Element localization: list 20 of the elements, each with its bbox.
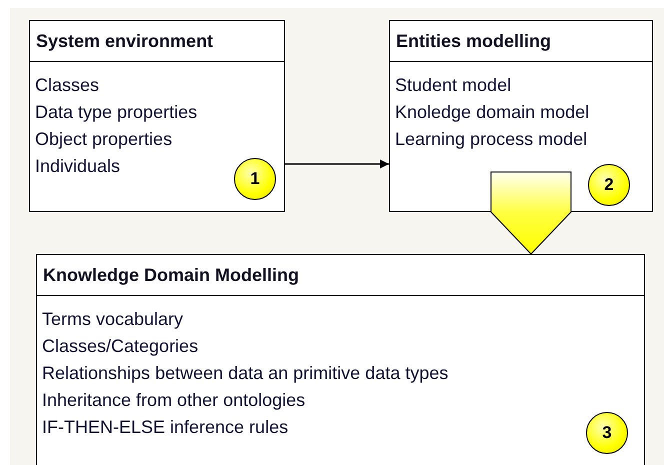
item-text: Student model — [395, 74, 512, 97]
item-text: Data type properties — [35, 101, 198, 124]
section-heading: Knowledge Domain Modelling — [43, 264, 299, 287]
item-text: Terms vocabulary — [42, 308, 184, 331]
item-text: Classes — [35, 74, 100, 97]
item-text: Classes/Categories — [42, 335, 198, 358]
item-text: Inheritance from other ontologies — [42, 389, 306, 412]
item-text: IF-THEN-ELSE inference rules — [42, 416, 288, 439]
section-box — [36, 254, 645, 465]
item-text: Knoledge domain model — [395, 101, 590, 124]
section-heading: Entities modelling — [396, 30, 552, 53]
arrow — [285, 160, 389, 168]
item-text: Learning process model — [395, 128, 588, 151]
item-text: Individuals — [35, 155, 120, 178]
block-arrow — [490, 172, 572, 255]
item-text: Relationships between data an primitive data types — [42, 362, 448, 385]
item-text: Object properties — [35, 128, 172, 151]
section-heading: System environment — [36, 30, 214, 53]
section-box — [389, 20, 653, 212]
section-box — [29, 20, 285, 212]
